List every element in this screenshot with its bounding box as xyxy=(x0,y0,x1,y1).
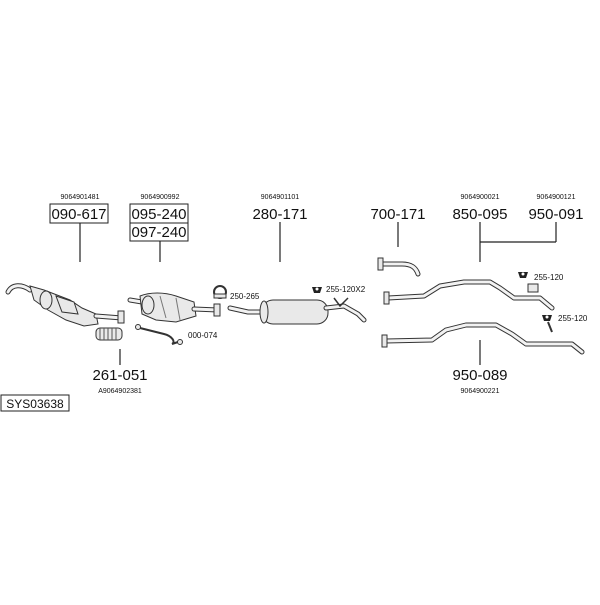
system-code: SYS03638 xyxy=(6,397,64,411)
part-number[interactable]: 700-171 xyxy=(370,206,425,223)
ref-number: 9064901101 xyxy=(261,194,300,201)
part-number[interactable]: 255-120 xyxy=(558,314,588,323)
part-number[interactable]: 255-120X2 xyxy=(326,285,366,294)
label-950-089: 950-089 9064900221 xyxy=(452,367,507,395)
label-097-240: 097-240 xyxy=(129,222,189,242)
ref-number: 9064900021 xyxy=(461,194,500,201)
tail-pipe-long-part[interactable] xyxy=(381,321,585,355)
part-number[interactable]: 280-171 xyxy=(252,206,307,223)
rubber-mount-icon[interactable] xyxy=(312,287,322,293)
sensor-pipe-part[interactable] xyxy=(135,324,183,345)
label-950-091: 9064900121 950-091 xyxy=(528,194,583,223)
flex-pipe-part[interactable] xyxy=(95,327,123,341)
rubber-mount-icon[interactable] xyxy=(518,272,528,278)
leader-lines xyxy=(79,222,557,365)
tail-pipe-part[interactable] xyxy=(383,279,555,311)
ref-number: A9064902381 xyxy=(98,388,142,395)
center-silencer-part[interactable] xyxy=(227,297,367,325)
part-number[interactable]: 095-240 xyxy=(131,206,186,223)
part-number[interactable]: 950-089 xyxy=(452,367,507,384)
part-number[interactable]: 090-617 xyxy=(51,206,106,223)
ref-number: 9064900221 xyxy=(461,388,500,395)
label-095-240: 9064900992 095-240 xyxy=(129,194,189,224)
part-number[interactable]: 250-265 xyxy=(230,292,260,301)
ref-number: 9064900992 xyxy=(141,194,180,201)
label-700-171: 700-171 xyxy=(370,206,425,223)
ref-number: 9064900121 xyxy=(537,194,576,201)
part-number[interactable]: 850-095 xyxy=(452,206,507,223)
front-catalytic-converter-part[interactable] xyxy=(5,283,125,327)
system-code-badge: SYS03638 xyxy=(0,394,70,412)
rear-catalyst-part[interactable] xyxy=(127,292,221,323)
short-pipe-part[interactable] xyxy=(377,257,421,277)
part-number[interactable]: 255-120 xyxy=(534,273,564,282)
label-090-617: 9064901481 090-617 xyxy=(49,194,109,224)
label-280-171: 9064901101 280-171 xyxy=(252,194,307,223)
rubber-mount-icon[interactable] xyxy=(542,315,552,321)
ref-number: 9064901481 xyxy=(61,194,100,201)
label-850-095: 9064900021 850-095 xyxy=(452,194,507,223)
part-number[interactable]: 261-051 xyxy=(92,367,147,384)
part-number[interactable]: 097-240 xyxy=(131,224,186,241)
clamp-part[interactable] xyxy=(213,285,227,299)
part-number[interactable]: 000-074 xyxy=(188,331,218,340)
part-number[interactable]: 950-091 xyxy=(528,206,583,223)
label-261-051: 261-051 A9064902381 xyxy=(92,367,147,395)
